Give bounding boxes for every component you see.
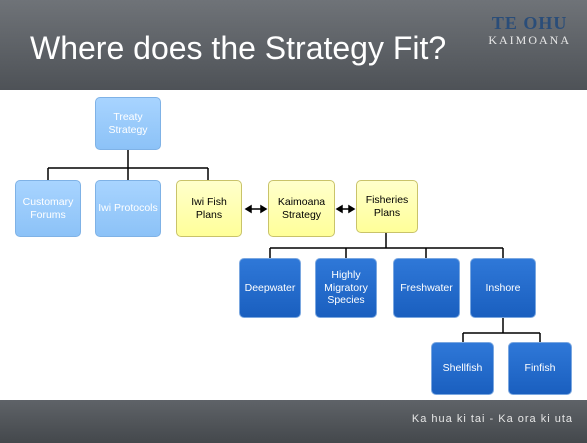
node-freshwater: Freshwater bbox=[393, 258, 460, 318]
logo: TE OHU KAIMOANA bbox=[488, 14, 571, 46]
arrow-head-left-2 bbox=[335, 204, 343, 214]
node-highly-migratory-species: Highly Migratory Species bbox=[315, 258, 377, 318]
node-kaimoana-strategy: Kaimoana Strategy bbox=[268, 180, 335, 237]
node-finfish: Finfish bbox=[508, 342, 572, 395]
header-bar: Where does the Strategy Fit? TE OHU KAIM… bbox=[0, 0, 587, 90]
node-iwi-protocols: Iwi Protocols bbox=[95, 180, 161, 237]
arrow-head-right-1 bbox=[260, 204, 268, 214]
node-shellfish: Shellfish bbox=[431, 342, 494, 395]
slide-title: Where does the Strategy Fit? bbox=[30, 30, 447, 66]
node-deepwater: Deepwater bbox=[239, 258, 301, 318]
node-inshore: Inshore bbox=[470, 258, 536, 318]
node-treaty-strategy: Treaty Strategy bbox=[95, 97, 161, 150]
logo-line-top: TE OHU bbox=[491, 13, 568, 33]
footer-bar: Ka hua ki tai - Ka ora ki uta bbox=[0, 400, 587, 443]
node-fisheries-plans: Fisheries Plans bbox=[356, 180, 418, 233]
arrow-head-left-1 bbox=[244, 204, 252, 214]
logo-line-bottom: KAIMOANA bbox=[488, 33, 571, 47]
arrow-head-right-2 bbox=[348, 204, 356, 214]
node-iwi-fish-plans: Iwi Fish Plans bbox=[176, 180, 242, 237]
node-customary-forums: Customary Forums bbox=[15, 180, 81, 237]
footer-tagline: Ka hua ki tai - Ka ora ki uta bbox=[411, 413, 573, 425]
